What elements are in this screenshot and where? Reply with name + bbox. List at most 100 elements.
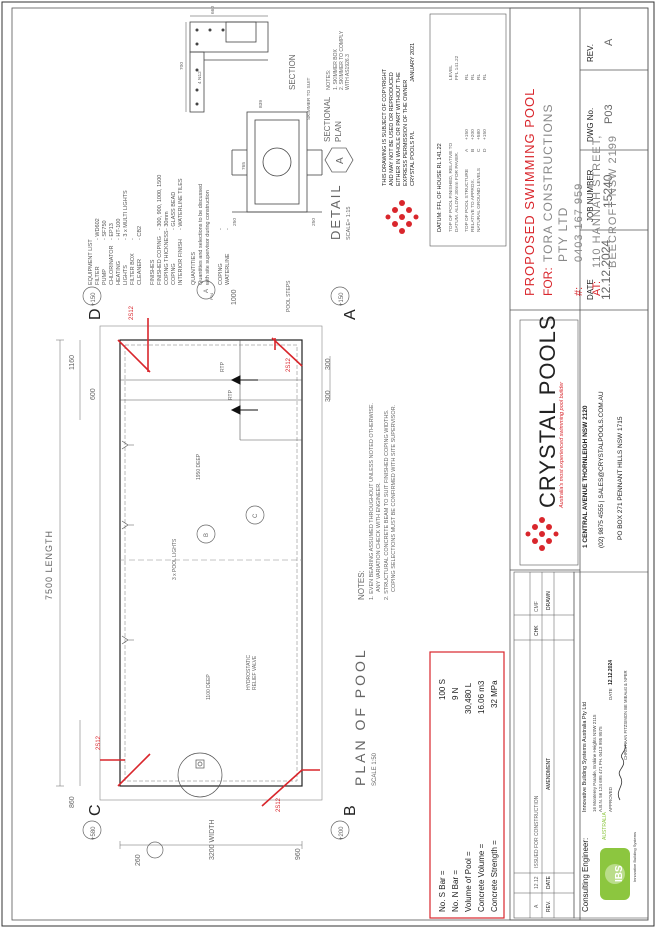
rev-table-drawn-head: DRAWN — [546, 591, 552, 610]
rev-table-row-chk: CMF — [534, 601, 540, 612]
client-name-2: PTY LTD — [556, 207, 570, 262]
notes-heading: NOTES: — [357, 570, 366, 600]
waterline-heading: WATERLINE — [225, 253, 231, 285]
qty-volume-value: 30,480 L — [464, 682, 473, 714]
plan-rtp-1: RTP — [228, 389, 234, 400]
company-block: CRYSTAL POOLS Australia's most experienc… — [519, 314, 624, 566]
qty-concrete-volume-value: 16.06 m3 — [477, 680, 486, 714]
plan-scale: SCALE 1:50 — [372, 752, 378, 786]
company-address: 1 CENTRAL AVENUE THORNLEIGH NSW 2120 — [582, 405, 589, 548]
section-marker-c: C — [253, 513, 259, 518]
engineer-date-label: DATE — [608, 688, 613, 700]
finish-coping-name: FINISHED COPING — [157, 236, 163, 285]
datum-level-value: FFL 141.22 — [454, 55, 460, 80]
plan-rtp-2: RTP — [220, 361, 226, 372]
copyright-line-2: AND MAY NOT BE USED OR REPRODUCED — [389, 72, 395, 186]
detail-note-1: 1. SKIMMER BOX — [333, 48, 339, 90]
equipment-pump-value: - SF750 — [102, 220, 108, 240]
datum-row-b-value: +200 — [470, 129, 476, 140]
equipment-filter-value: - WD602 — [95, 218, 101, 240]
engineer-date-value: 12.12.2024 — [608, 660, 614, 685]
rev-table-amend-head: AMENDMENT — [546, 758, 552, 790]
plan-notes: NOTES: 1. EVEN BEARING ASSUMED THROUGHOU… — [357, 402, 397, 600]
plan-dim-260: 260 — [135, 854, 142, 866]
engineer-address: 16 Monterey Parade, Erskine Heights NSW … — [592, 714, 597, 812]
equipment-cleaner-value: - CB2 — [137, 226, 143, 240]
detail-notes-heading: NOTES: — [326, 69, 332, 90]
detail-plan-label: PLAN — [334, 121, 343, 142]
plan-lights-label: 3 x POOL LIGHTS — [172, 538, 178, 580]
bar-label-top-left: 2S12 — [129, 305, 135, 320]
at-prefix: AT: — [591, 281, 603, 296]
equipment-heating-value: - HT-100 — [116, 219, 122, 240]
job-number-label: JOB NUMBER — [586, 169, 595, 222]
plan-length-label: 7500 LENGTH — [44, 530, 54, 600]
qty-volume-label: Volume of Pool = — [464, 851, 473, 912]
drawing-number-label: DWG No. — [586, 108, 595, 142]
detail-dim-765: 765 — [241, 162, 247, 170]
ibs-logo-icon: IBS AUSTRALIA Innovative Building System… — [600, 812, 637, 900]
plan-dim-1160: 1160 — [69, 355, 76, 370]
client-phone: 0403 167 959 — [573, 183, 585, 262]
detail-drawings — [185, 15, 323, 213]
detail-title: DETAIL — [328, 183, 343, 240]
detail-bar-label: 4 N12 — [197, 71, 203, 84]
reinforcement-bars — [100, 318, 320, 807]
detail-skimmer-note: SKIMMER TO SUIT — [306, 77, 312, 120]
qty-sbar-value: 100 S — [438, 679, 447, 700]
finish-glass-value: - GLASS BEAD — [171, 192, 177, 230]
section-marker-a: A — [204, 289, 210, 293]
rev-table-row-rev: A — [534, 904, 540, 908]
rev-table-chk-head: CHK — [534, 625, 540, 636]
datum-top-1: TOP OF POOL FINISHED, RELATIVE TO — [448, 143, 454, 232]
detail-note-2: 2. SKIMMER TO COMPLY — [339, 30, 345, 90]
quantities-heading: QUANTITIES — [191, 252, 197, 285]
site-address-2: BEECROFT NSW 2199 — [607, 135, 619, 268]
finish-thickness-name: COPING THICKNESS — [164, 230, 170, 285]
job-number-value: 15240 — [601, 174, 615, 208]
detail-labels: 839 765 660 700 250 250 SKIMMER TO SUIT … — [179, 6, 317, 226]
qty-concrete-volume-label: Concrete Volume = — [477, 843, 486, 912]
note-1a: 1. EVEN BEARING ASSUMED THROUGHOUT UNLES… — [369, 402, 375, 600]
return-arrows-icons — [230, 375, 258, 415]
corner-label-a: A — [342, 309, 359, 320]
corner-label-b: B — [342, 805, 359, 816]
copyright-line-3: EITHER IN WHOLE OR PART WITHOUT THE — [396, 72, 402, 186]
coping-heading: COPING — [218, 263, 224, 285]
datum-row-b-rl: RL — [470, 74, 476, 80]
detail-dim-250b: 250 — [311, 218, 317, 226]
plan-dim-600: 600 — [90, 388, 97, 400]
engineer-abn: A.B.N. 56 124 695 471 PH. 0413 995 9575 — [598, 726, 603, 812]
datum-row-d-key: D — [482, 148, 488, 152]
detail-hex-icon — [324, 147, 354, 173]
section-marker-b: B — [204, 533, 210, 537]
detail-section-label: SECTION — [288, 54, 297, 90]
bar-label-top-right: 2S12 — [286, 357, 292, 372]
quantities-line-2: with site supervisor during construction — [205, 190, 211, 286]
plan-dim-960: 960 — [295, 848, 302, 860]
plan-dim-300a: 300 — [325, 390, 332, 402]
waterline-dash: - — [225, 228, 231, 230]
qty-strength-value: 32 MPa — [490, 680, 499, 708]
plan-deep-2: 1950 DEEP — [196, 453, 202, 480]
bar-label-bottom-right: 2S12 — [276, 797, 282, 812]
engineer-signatory: CHRISTIAAN FITZSIMON BE MIEAust & NPER — [623, 670, 628, 760]
equipment-heading: EQUIPMENT LIST — [88, 239, 94, 285]
quantities-line-1: Quantities and selections to be discusse… — [198, 184, 204, 285]
pool-shell — [119, 339, 303, 787]
level-d: +150 — [91, 292, 97, 306]
qty-strength-label: Concrete Strength = — [490, 840, 499, 912]
note-2b: COPING SELECTIONS MUST BE CONFIRMED WITH… — [391, 404, 397, 592]
date-value: 12.12.2024 — [599, 240, 613, 300]
equipment-filter-name: FILTER — [95, 266, 101, 285]
skimmer-plan-outline — [246, 111, 308, 213]
skimmer-circle-icon — [177, 752, 223, 798]
datum-relative: RELATIVE TO APPROX. — [470, 179, 476, 232]
equipment-lights-name: LIGHTS — [123, 265, 129, 285]
detail-dim-250a: 250 — [232, 218, 238, 226]
plan-deep-1: 1100 DEEP — [206, 674, 212, 700]
level-bubbles — [82, 280, 350, 859]
detail-note-3: WITH AS1926.3 — [345, 54, 351, 90]
finishes-heading: FINISHES — [150, 259, 156, 285]
revision-value: A — [603, 38, 615, 46]
